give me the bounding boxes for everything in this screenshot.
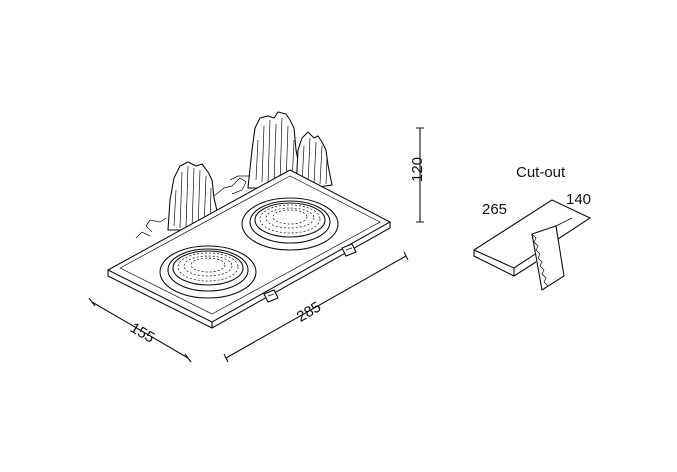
heatsink-front <box>135 161 250 239</box>
frame-clips <box>263 243 357 303</box>
cutout-title: Cut-out <box>516 164 566 181</box>
dimension-width-label: 155 <box>127 319 157 346</box>
cutout-length-label: 265 <box>482 201 507 218</box>
dimension-length-label: 285 <box>294 298 324 325</box>
dimension-width <box>88 297 192 363</box>
cutout-width-label: 140 <box>566 191 591 208</box>
cutout-panel <box>472 199 592 291</box>
reflector-front <box>159 245 257 299</box>
heatsink-rear <box>247 111 333 191</box>
dimension-length <box>223 251 409 363</box>
dimension-height <box>416 127 424 223</box>
dimension-height-label: 120 <box>409 157 426 182</box>
reflector-rear <box>241 197 339 251</box>
